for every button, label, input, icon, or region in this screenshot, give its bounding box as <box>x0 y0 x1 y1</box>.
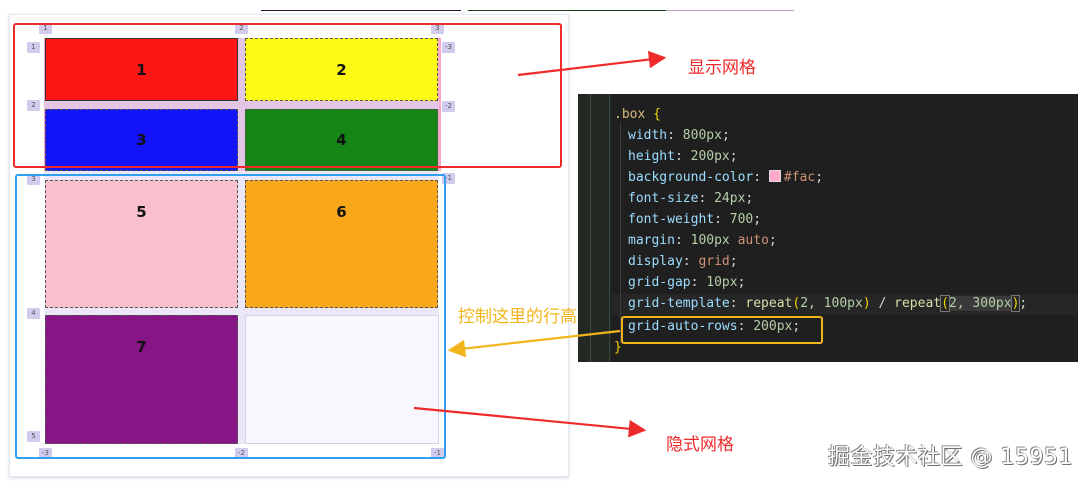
grid-item-label: 4 <box>336 131 347 149</box>
grid-item-label: 5 <box>136 203 147 221</box>
css-property: grid-auto-rows <box>628 319 738 334</box>
grid-item-label: 6 <box>336 203 347 221</box>
grid-auto-rows-highlight <box>621 316 823 344</box>
css-value: 200px <box>690 149 730 164</box>
css-value: 100px <box>690 233 730 248</box>
indent-guide <box>620 122 621 344</box>
code-line: font-weight: 700; <box>628 212 762 227</box>
css-selector: .box <box>614 107 646 122</box>
implicit-empty-cell <box>245 315 439 444</box>
row-line-badge-negative: -3 <box>442 42 455 53</box>
column-line-badge: 1 <box>39 23 52 34</box>
implicit-grid-label: 隐式网格 <box>666 435 734 455</box>
color-swatch-icon[interactable] <box>768 170 781 182</box>
column-line-badge: 2 <box>235 23 248 34</box>
column-line-badge: 3 <box>431 23 444 34</box>
indent-guide <box>609 94 610 362</box>
column-line-badge-negative: -1 <box>431 448 444 459</box>
css-separator: / <box>870 296 895 311</box>
grid-item-label: 2 <box>336 60 347 79</box>
code-line: font-size: 24px; <box>628 191 754 206</box>
code-line: margin: 100px auto; <box>628 233 777 248</box>
implicit-row-gap <box>44 308 439 315</box>
grid-item-7: 7 <box>45 315 238 444</box>
css-property: height <box>628 149 675 164</box>
css-value: 2, 100px <box>800 296 863 311</box>
cropped-top-strip <box>261 0 461 11</box>
code-line-selector: .box { <box>614 104 661 125</box>
code-line: width: 800px; <box>628 128 730 143</box>
grid-row-gap <box>44 101 439 109</box>
cropped-top-strip <box>468 0 666 11</box>
code-line-highlighted: grid-auto-rows: 200px; <box>628 319 801 334</box>
css-property: display <box>628 254 683 269</box>
code-line: grid-template: repeat(2, 100px) / repeat… <box>628 295 1028 312</box>
css-value: 24px <box>714 191 746 206</box>
column-line-badge-negative: -2 <box>235 448 248 459</box>
grid-item-label: 7 <box>136 338 147 356</box>
grid-item-label: 3 <box>136 131 147 149</box>
grid-item-1: 1 <box>45 38 238 101</box>
editor-gutter <box>578 94 611 362</box>
css-value: auto <box>737 233 769 248</box>
css-value: grid <box>698 254 730 269</box>
grid-item-5: 5 <box>45 180 238 308</box>
code-line: grid-gap: 10px; <box>628 275 746 290</box>
open-brace: { <box>653 107 661 122</box>
css-value: 200px <box>753 319 793 334</box>
grid-item-4: 4 <box>245 109 438 171</box>
row-line-badge-negative: -2 <box>442 101 455 112</box>
css-property: font-weight <box>628 212 715 227</box>
code-line: display: grid; <box>628 254 738 269</box>
css-value: 700 <box>729 212 754 227</box>
indent-guide <box>590 94 591 362</box>
css-property: grid-template <box>628 296 730 311</box>
column-line-badge-negative: -3 <box>39 448 52 459</box>
row-height-label: 控制这里的行高 <box>458 307 577 327</box>
css-property: font-size <box>628 191 699 206</box>
explicit-grid-label: 显示网格 <box>688 58 756 78</box>
row-line-badge: 5 <box>27 431 40 442</box>
row-line-badge: 3 <box>27 174 40 185</box>
css-value: 2, 300px <box>948 296 1012 311</box>
code-line: height: 200px; <box>628 149 738 164</box>
implicit-grid-highlight <box>15 174 446 459</box>
row-line-badge-negative: -1 <box>442 173 455 184</box>
row-line-badge: 4 <box>27 308 40 319</box>
css-property: background-color <box>628 170 754 185</box>
css-function: repeat <box>894 296 942 311</box>
css-value: 10px <box>706 275 738 290</box>
cropped-top-strip <box>666 0 794 11</box>
grid-item-6: 6 <box>245 180 438 308</box>
css-value: #fac <box>783 170 816 185</box>
explicit-grid-highlight <box>13 23 562 168</box>
watermark: 掘金技术社区 @ 15951 <box>828 445 1073 470</box>
row-line-badge: 1 <box>27 42 40 53</box>
css-value: 800px <box>682 128 722 143</box>
css-property: grid-gap <box>628 275 691 290</box>
css-property: margin <box>628 233 675 248</box>
css-function: repeat <box>745 296 793 311</box>
row-line-badge: 2 <box>27 100 40 111</box>
grid-item-label: 1 <box>136 60 147 79</box>
code-line: background-color: #fac; <box>628 170 824 185</box>
grid-item-3: 3 <box>45 109 238 171</box>
css-property: width <box>628 128 668 143</box>
grid-item-2: 2 <box>245 38 438 101</box>
